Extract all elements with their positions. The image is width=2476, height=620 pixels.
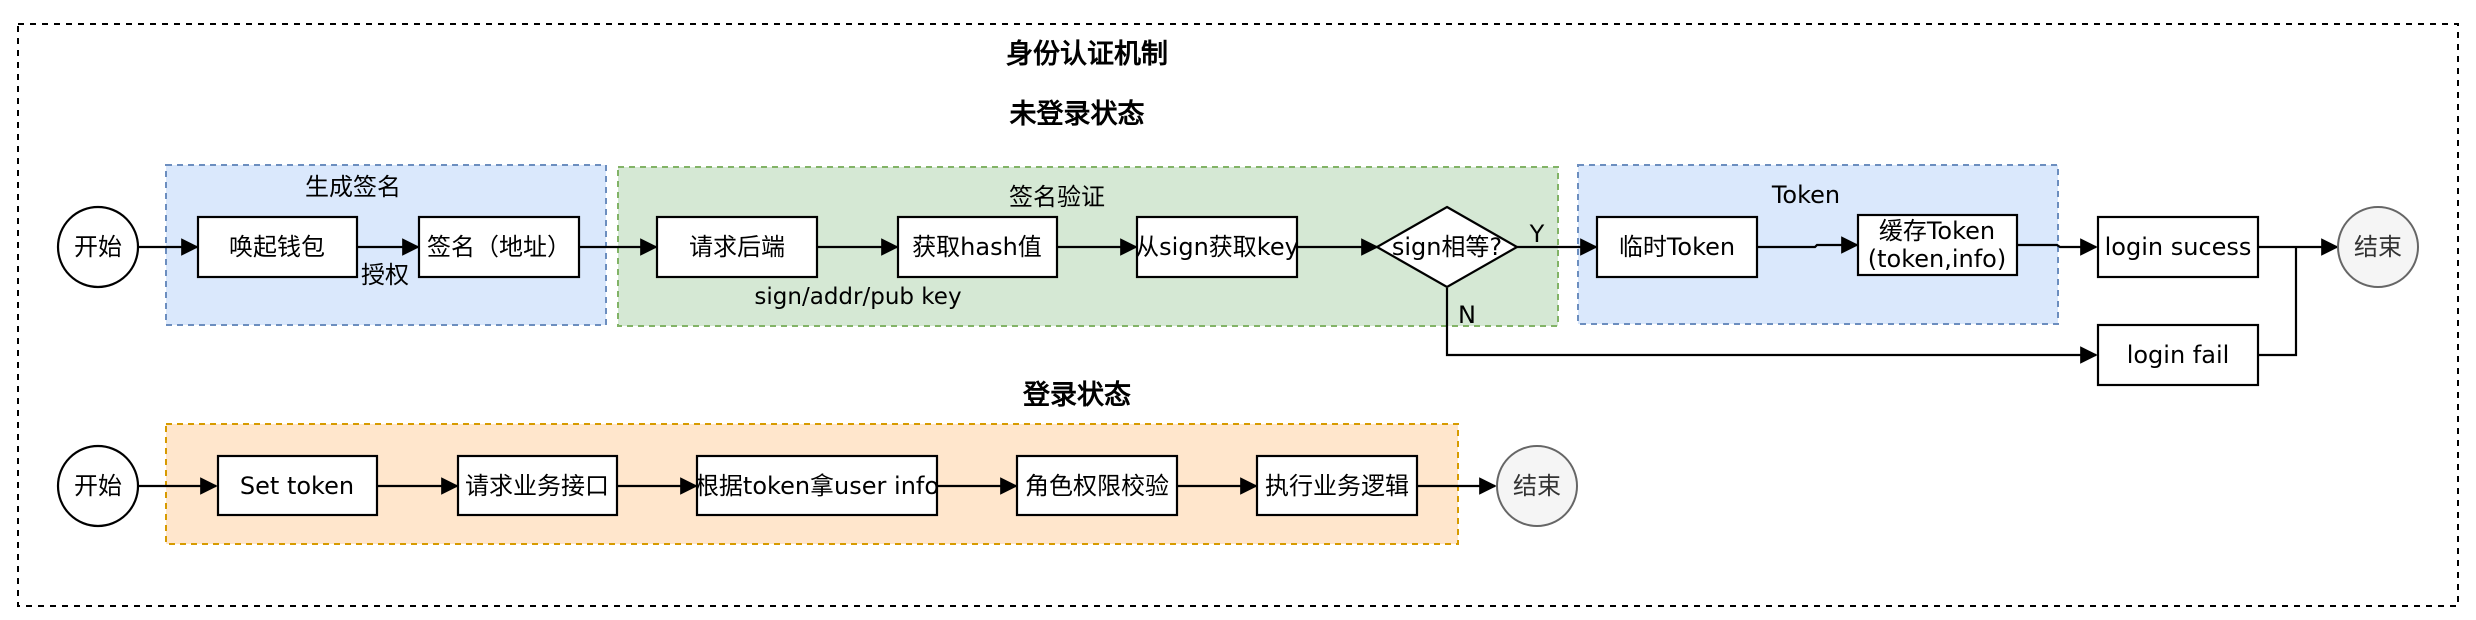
- sign-address-node-label: 签名（地址）: [427, 233, 571, 261]
- exec-logic-node: [1255, 454, 1419, 517]
- start-node: [56, 205, 140, 289]
- role-check-node: [1015, 454, 1179, 517]
- start-node-label: 开始: [74, 233, 122, 261]
- request-api-node-label: 请求业务接口: [465, 472, 609, 500]
- get-user-info-node: [695, 454, 939, 517]
- login-fail-node: [2096, 323, 2260, 387]
- temp-token-node-label: 临时Token: [1619, 233, 1735, 261]
- token-group-label: Token: [1771, 181, 1840, 209]
- temp-token-node: [1595, 215, 1759, 279]
- sign-address-node: [417, 215, 581, 279]
- role-check-node-label: 角色权限校验: [1025, 472, 1169, 500]
- edge-fail-merge: [2258, 247, 2298, 357]
- unauth-section-title: 未登录状态: [1010, 99, 1145, 130]
- sign-gen-group-label: 生成签名: [305, 173, 401, 201]
- sign-verify-group-label: 签名验证: [1009, 183, 1105, 211]
- payload-edge-label: sign/addr/pub key: [754, 284, 961, 310]
- sign-equal-decision: [1374, 205, 1520, 289]
- cache-token-node-label-line1: 缓存Token: [1879, 217, 1995, 245]
- edge-decision-no: [1445, 288, 2098, 364]
- diagram-title: 身份认证机制: [1006, 38, 1168, 70]
- outer-frame: [17, 23, 2459, 607]
- no-edge-label: N: [1458, 301, 1476, 329]
- start-node-2-label: 开始: [74, 472, 122, 500]
- wallet-node: [196, 215, 359, 279]
- cache-token-node: [1856, 213, 2019, 277]
- get-key-node-label: 从sign获取key: [1135, 233, 1299, 261]
- get-hash-node-label: 获取hash值: [912, 233, 1042, 261]
- wallet-node-label: 唤起钱包: [229, 233, 325, 261]
- end-node-2-label: 结束: [1513, 472, 1561, 500]
- get-user-info-node-label: 根据token拿user info: [695, 472, 939, 500]
- request-backend-node: [655, 215, 819, 279]
- request-api-node: [456, 454, 619, 517]
- get-hash-node: [896, 215, 1059, 279]
- end-node-2: [1496, 445, 1578, 527]
- get-key-node: [1135, 215, 1299, 279]
- set-token-node-label: Set token: [240, 472, 354, 500]
- auth-section-title: 登录状态: [1022, 380, 1131, 411]
- exec-logic-node-label: 执行业务逻辑: [1265, 472, 1409, 500]
- end-node-label: 结束: [2354, 233, 2402, 261]
- edge-cache-to-success: [2017, 238, 2098, 256]
- end-node: [2337, 206, 2419, 288]
- edge-temp-to-cache: [1757, 236, 1859, 254]
- authorize-edge-label: 授权: [361, 261, 409, 289]
- login-fail-node-label: login fail: [2127, 341, 2230, 369]
- login-success-node: [2096, 215, 2260, 279]
- start-node-2: [56, 444, 140, 528]
- cache-token-node-label-line2: (token,info): [1868, 245, 2006, 273]
- sign-equal-decision-label: sign相等?: [1392, 233, 1502, 261]
- request-backend-node-label: 请求后端: [689, 233, 785, 261]
- yes-edge-label: Y: [1529, 220, 1545, 248]
- set-token-node: [216, 454, 379, 517]
- login-success-node-label: login sucess: [2105, 233, 2252, 261]
